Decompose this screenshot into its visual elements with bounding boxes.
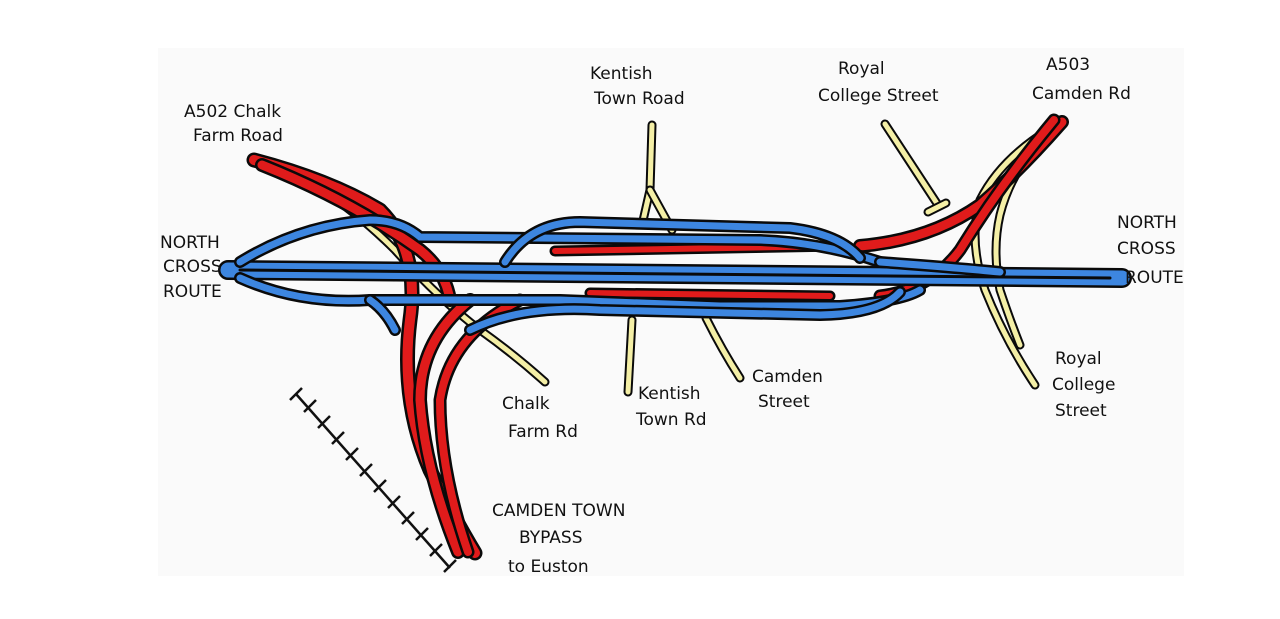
- label-royal-college-street-top: Royal College Street: [818, 59, 939, 106]
- label-kentish-town-road: Kentish Town Road: [590, 64, 685, 109]
- motorway-roads: [218, 214, 1132, 336]
- label-a502: A502 Chalk Farm Road: [184, 102, 287, 146]
- label-camden-town-bypass: CAMDEN TOWN BYPASS to Euston: [492, 501, 631, 577]
- label-a503: A503 Camden Rd: [1032, 55, 1131, 104]
- railway-track-icon: [289, 387, 457, 573]
- map-labels: NORTH CROSS ROUTE NORTH CROSS ROUTE A502…: [160, 55, 1184, 577]
- link-roads: [246, 113, 1069, 561]
- label-royal-college-street-bottom: Royal College Street: [1052, 349, 1121, 421]
- label-kentish-town-rd: Kentish Town Rd: [635, 384, 707, 430]
- label-chalk-farm-rd: Chalk Farm Rd: [502, 394, 578, 442]
- label-north-cross-east: NORTH CROSS ROUTE: [1117, 213, 1184, 288]
- label-north-cross-west: NORTH CROSS ROUTE: [160, 233, 227, 302]
- label-camden-street: Camden Street: [752, 367, 828, 412]
